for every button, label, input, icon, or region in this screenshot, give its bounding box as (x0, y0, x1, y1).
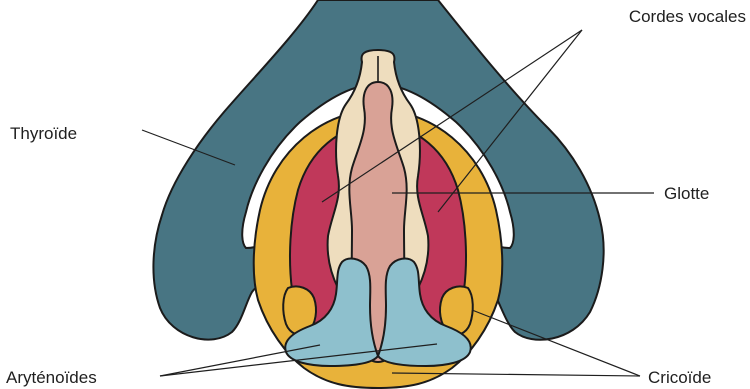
label-thyroide: Thyroïde (10, 124, 77, 143)
label-glotte: Glotte (664, 184, 709, 203)
label-cordes-vocales: Cordes vocales (629, 7, 746, 26)
label-cricoide: Cricoïde (648, 368, 711, 387)
label-arytenoides: Aryténoïdes (6, 368, 97, 387)
